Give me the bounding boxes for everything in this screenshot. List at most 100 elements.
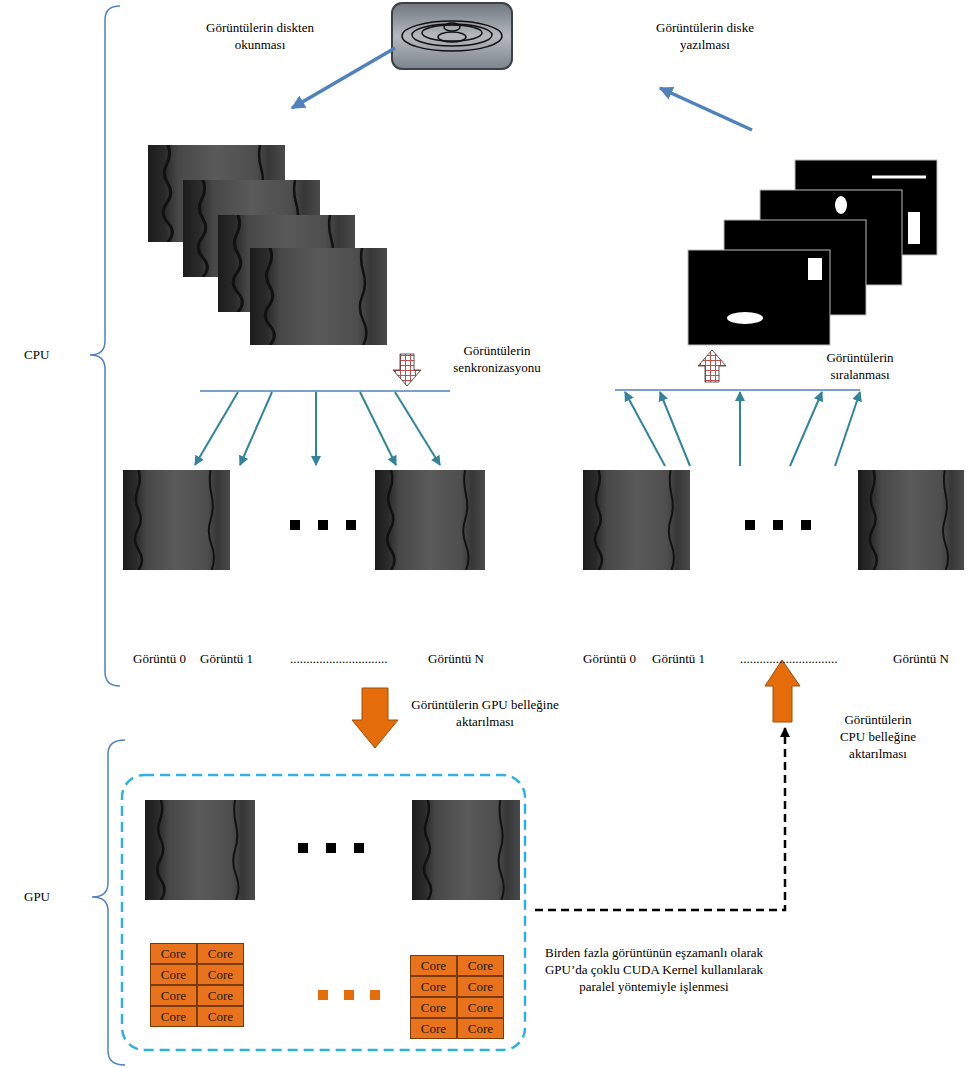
split-arrow <box>240 392 272 465</box>
read-arrow <box>292 48 395 108</box>
defect-mark <box>727 312 763 324</box>
core-label: Core <box>208 989 233 1002</box>
step-label: Görüntülerin diskten okunması <box>200 20 320 54</box>
core-label: Core <box>161 968 186 981</box>
unit-label: CPU <box>24 347 69 364</box>
core-label: Core <box>468 959 493 972</box>
core-box: Core <box>150 985 197 1006</box>
core-label: Core <box>208 947 233 960</box>
image-label: Görüntü N <box>428 651 484 668</box>
return-line <box>535 728 785 910</box>
to-cpu-arrow <box>765 660 800 722</box>
ellipsis-dot <box>318 990 328 1000</box>
split-arrow <box>195 392 238 465</box>
gpu-memory-region <box>122 775 525 1050</box>
core-box: Core <box>410 955 457 976</box>
defect-mark <box>835 196 847 214</box>
ellipsis-label: .............................. <box>740 651 838 668</box>
split-arrow <box>315 392 317 465</box>
step-label: Görüntülerin diske yazılması <box>645 20 765 54</box>
core-label: Core <box>468 1022 493 1035</box>
merge-fan <box>615 390 860 466</box>
core-label: Core <box>161 989 186 1002</box>
core-box: Core <box>457 997 504 1018</box>
core-box: Core <box>197 1006 244 1027</box>
core-label: Core <box>161 1010 186 1023</box>
core-label: Core <box>161 947 186 960</box>
sync-arrow <box>393 354 421 386</box>
step-label: Görüntülerin CPU belleğine aktarılması <box>832 712 924 763</box>
core-box: Core <box>197 985 244 1006</box>
output-image <box>688 250 830 345</box>
ellipsis-label: .............................. <box>290 651 388 668</box>
defect-mark <box>908 212 920 244</box>
core-label: Core <box>208 968 233 981</box>
step-label: Görüntülerin sıralanması <box>800 350 920 384</box>
core-label: Core <box>421 980 446 993</box>
frame-image <box>858 470 964 570</box>
frame-image <box>375 470 485 570</box>
input-image-stack <box>148 145 387 345</box>
cpu-brace <box>90 6 120 686</box>
ellipsis-dot <box>346 520 356 530</box>
split-arrow <box>395 392 440 465</box>
image-label: Görüntü 1 <box>652 651 705 668</box>
core-label: Core <box>468 980 493 993</box>
split-fan <box>195 391 450 465</box>
core-box: Core <box>197 964 244 985</box>
ellipsis-dot <box>745 520 755 530</box>
merge-arrow <box>790 392 822 466</box>
core-box: Core <box>150 964 197 985</box>
disk-platter <box>402 21 502 51</box>
input-image <box>250 248 387 345</box>
ellipsis-dot <box>354 843 364 853</box>
merge-bar <box>615 389 860 391</box>
ellipsis-dot <box>801 520 811 530</box>
note-label: Birden fazla görüntünün eşzamanlı olarak… <box>540 945 768 996</box>
disk-platter <box>412 24 492 46</box>
core-box: Core <box>410 997 457 1018</box>
defect-mark <box>872 176 926 179</box>
disk-body <box>392 3 512 69</box>
frame-image <box>583 470 690 570</box>
disk-platter <box>438 32 466 42</box>
ellipsis-dot <box>370 990 380 1000</box>
merge-arrow <box>739 392 741 466</box>
image-label: Görüntü N <box>893 651 949 668</box>
ellipsis-dot <box>326 843 336 853</box>
core-label: Core <box>208 1010 233 1023</box>
step-label: Görüntülerin GPU belleğine aktarılması <box>410 697 560 731</box>
core-box: Core <box>410 1018 457 1039</box>
ellipsis-dot <box>773 520 783 530</box>
image-label: Görüntü 1 <box>200 651 253 668</box>
core-label: Core <box>421 1001 446 1014</box>
core-box: Core <box>197 943 244 964</box>
split-bar <box>200 390 450 392</box>
ellipsis-dot <box>344 990 354 1000</box>
step-label: Görüntülerin senkronizasyonu <box>437 343 557 377</box>
output-image-stack <box>688 160 937 345</box>
merge-arrow <box>625 392 665 466</box>
ellipsis-dot <box>290 520 300 530</box>
core-box: Core <box>410 976 457 997</box>
merge-arrow <box>660 392 690 466</box>
disk-platter <box>444 23 460 31</box>
core-box: Core <box>457 1018 504 1039</box>
gpu-image <box>412 800 520 900</box>
core-label: Core <box>468 1001 493 1014</box>
frame-image <box>123 470 230 570</box>
unit-label: GPU <box>24 889 69 906</box>
core-label: Core <box>421 1022 446 1035</box>
split-arrow <box>360 392 396 465</box>
gpu-image <box>145 800 255 900</box>
core-box: Core <box>150 943 197 964</box>
merge-arrow <box>835 392 860 466</box>
write-arrow <box>660 88 752 130</box>
core-label: Core <box>421 959 446 972</box>
defect-mark <box>808 258 822 280</box>
core-box: Core <box>457 976 504 997</box>
gpu-brace <box>92 740 125 1065</box>
